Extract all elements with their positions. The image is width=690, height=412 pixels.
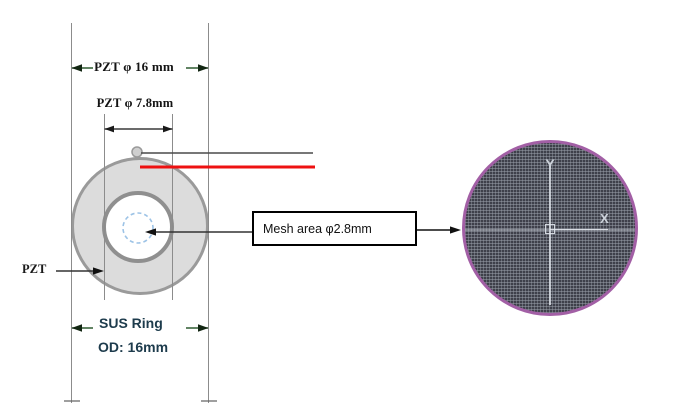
top-dim-right-arrowhead	[198, 64, 209, 72]
y-axis-label: Y	[545, 156, 555, 172]
magnified-mesh-view: Y X	[462, 140, 638, 316]
pzt-od-dimension-label: PZT φ 16 mm	[94, 59, 174, 74]
bottom-dim-left-arrowhead	[71, 324, 82, 332]
pzt-id-dimension-label: PZT φ 7.8mm	[96, 96, 174, 110]
x-axis-line	[550, 228, 608, 230]
top-dim-left-arrowhead	[71, 64, 82, 72]
origin-marker	[545, 224, 555, 234]
sus-ring-label: SUS Ring	[99, 315, 163, 331]
sus-ring-od-label: OD: 16mm	[98, 339, 169, 355]
top-tab-dot	[131, 146, 143, 158]
mesh-area-label: Mesh area φ2.8mm	[263, 221, 372, 236]
inner-dim-left-arrowhead	[104, 125, 114, 133]
inner-hole-ring	[102, 191, 174, 263]
inner-dim-right-arrowhead	[163, 125, 173, 133]
x-axis-label: X	[600, 211, 609, 226]
mesh-area-dashed-circle	[122, 212, 154, 244]
mesh-left-arrowhead	[145, 228, 156, 236]
pzt-label: PZT	[22, 262, 47, 276]
mesh-area-callout-box: Mesh area φ2.8mm	[252, 211, 417, 246]
y-axis-line	[549, 163, 551, 305]
mesh-right-arrowhead	[450, 226, 461, 234]
pzt-arrowhead	[93, 267, 104, 275]
bottom-dim-right-arrowhead	[198, 324, 209, 332]
